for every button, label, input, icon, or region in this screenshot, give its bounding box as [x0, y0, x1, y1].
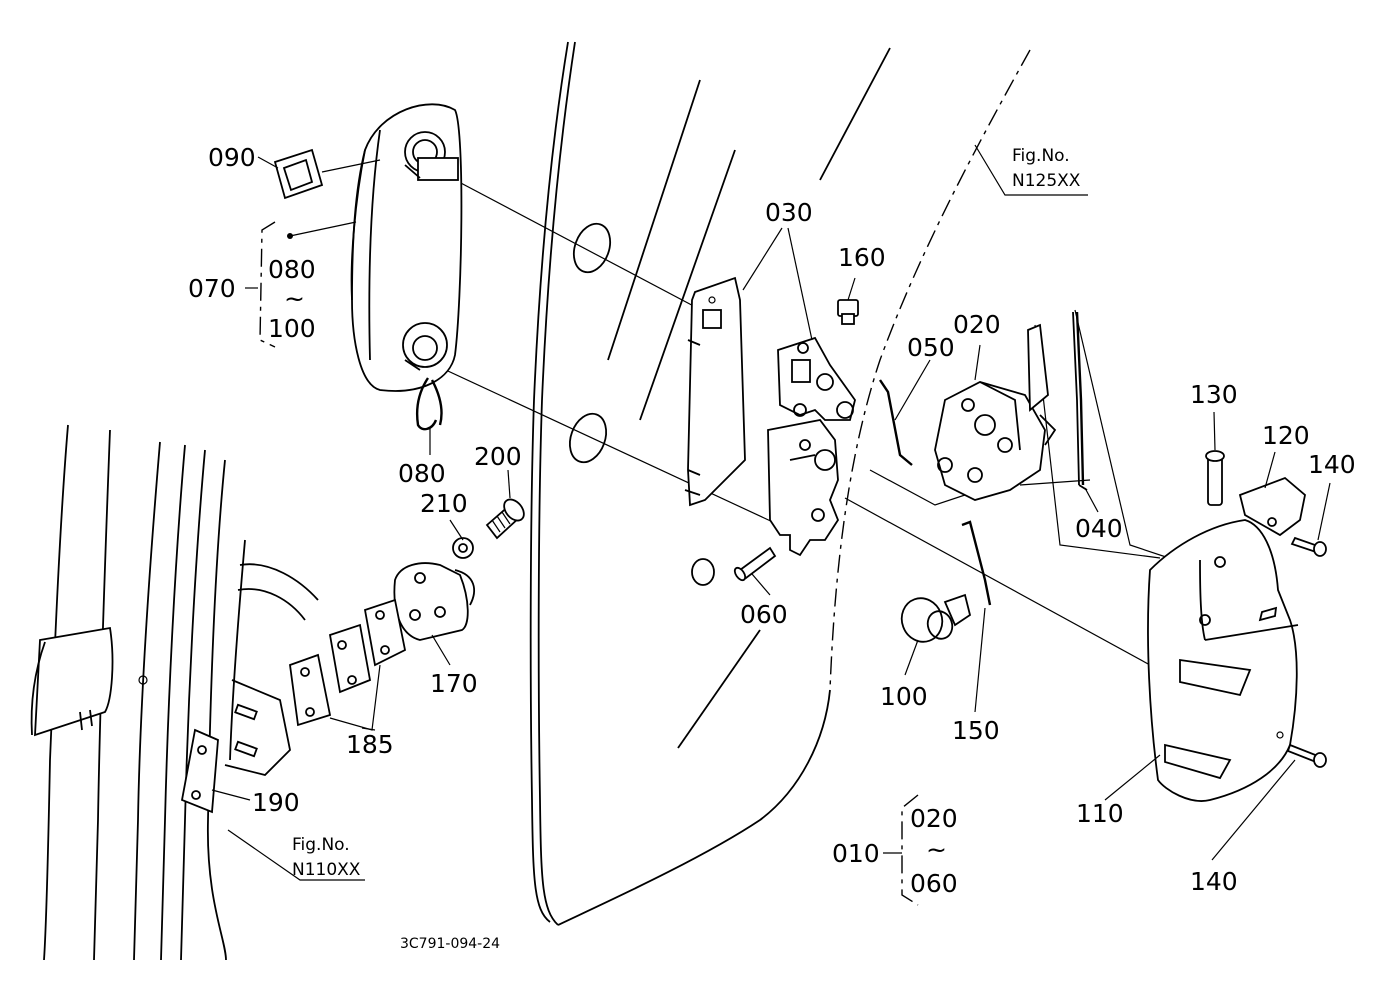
callout-030: 030: [765, 198, 813, 227]
callout-190: 190: [252, 788, 300, 817]
door-frame-left: [30, 424, 319, 961]
shims-185: [289, 598, 407, 727]
striker-170: [393, 562, 475, 641]
fig-ref-1-number: N125XX: [1012, 171, 1081, 191]
bolt-160: [837, 299, 859, 325]
bezel-090: [273, 148, 324, 200]
callout-100-upper: 100: [268, 314, 316, 343]
callout-170: 170: [430, 669, 478, 698]
fig-ref-2-label: Fig.No.: [292, 835, 350, 855]
callout-130: 130: [1190, 380, 1238, 409]
callout-060-upper: 060: [740, 600, 788, 629]
callout-070: 070: [188, 274, 236, 303]
callout-020-lower: 020: [910, 804, 958, 833]
callout-080-lower: 080: [398, 459, 446, 488]
link-150: [961, 520, 992, 606]
callout-080-upper: 080: [268, 255, 316, 284]
callout-120: 120: [1262, 421, 1310, 450]
block-120: [1238, 476, 1306, 537]
key-cylinder-100: [900, 593, 972, 643]
callout-090: 090: [208, 143, 256, 172]
callout-110: 110: [1076, 799, 1124, 828]
callout-150: 150: [952, 716, 1000, 745]
callout-020-upper: 020: [953, 310, 1001, 339]
callout-140-upper: 140: [1308, 450, 1356, 479]
callout-160: 160: [838, 243, 886, 272]
rod-050: [879, 379, 913, 466]
drawing-number: 3C791-094-24: [400, 936, 500, 952]
callout-100-lower: 100: [880, 682, 928, 711]
inside-handle-070: [350, 103, 463, 392]
callout-010: 010: [832, 839, 880, 868]
bolt-200: [485, 498, 525, 540]
link-rod-040: [1072, 311, 1088, 491]
callout-040: 040: [1075, 514, 1123, 543]
callout-210: 210: [420, 489, 468, 518]
latch-plate-030: [684, 276, 856, 557]
callout-tilde-010: ~: [926, 835, 947, 864]
callout-140-lower: 140: [1190, 867, 1238, 896]
leader-dot: [287, 233, 293, 239]
callout-labels: 090 070 080 ~ 100 080 200 210 170 185 19…: [188, 143, 1356, 898]
door-panel: [529, 41, 1031, 926]
leader-lines: [211, 144, 1331, 881]
screw-140: [1286, 536, 1327, 768]
callout-tilde-070: ~: [284, 284, 305, 313]
callout-185: 185: [346, 730, 394, 759]
lock-assembly-020: [934, 323, 1057, 501]
clip-080: [415, 377, 443, 431]
screw-060: [733, 546, 777, 582]
callout-060-lower: 060: [910, 869, 958, 898]
figure-references: Fig.No. N125XX Fig.No. N110XX: [292, 146, 1081, 880]
outer-cover-110: [1147, 519, 1299, 802]
plate-190: [180, 679, 291, 814]
pin-130: [1205, 450, 1225, 506]
callout-200: 200: [474, 442, 522, 471]
brackets: [259, 221, 919, 906]
lockwasher-210: [452, 537, 474, 559]
fig-ref-1-label: Fig.No.: [1012, 146, 1070, 166]
fig-ref-2-number: N110XX: [292, 860, 361, 880]
callout-050: 050: [907, 333, 955, 362]
